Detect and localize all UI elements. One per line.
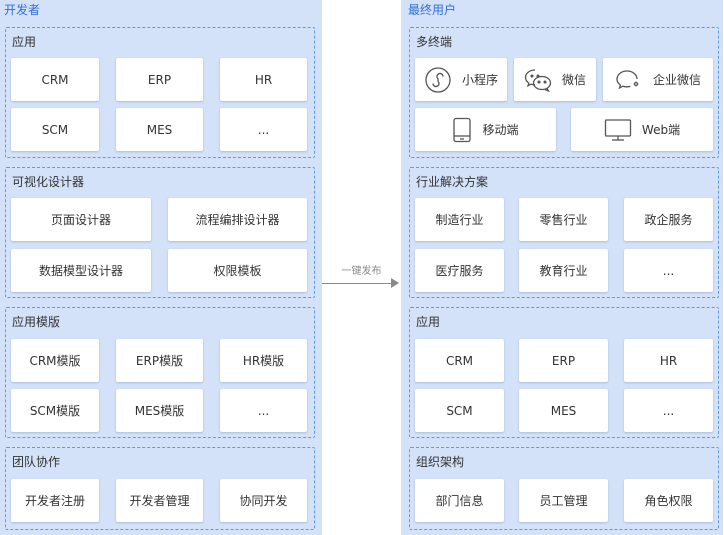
wechat-label: 微信 — [561, 73, 586, 87]
dev-app-crm-card[interactable]: CRM — [11, 58, 99, 101]
developer-column-title: 开发者 — [4, 3, 41, 17]
developer-column: 开发者 应用 CRM ERP HR SCM MES ... 可视化设计器 页面设… — [0, 0, 322, 535]
manufacturing-card[interactable]: 制造行业 — [415, 198, 504, 241]
team-collab-panel: 团队协作 — [5, 447, 315, 530]
user-app-crm-card[interactable]: CRM — [415, 339, 504, 382]
end-user-column: 最终用户 多终端 小程序 微信 — [401, 0, 723, 535]
mobile-card[interactable]: 移动端 — [415, 108, 556, 151]
panel-title: 应用 — [12, 35, 37, 49]
enterprise-wechat-label: 企业微信 — [652, 73, 701, 87]
arrow-right-icon — [391, 278, 399, 288]
dev-app-more-card[interactable]: ... — [220, 108, 307, 151]
page-designer-card[interactable]: 页面设计器 — [11, 198, 151, 241]
app-templates-panel: 应用模版 — [5, 307, 315, 438]
enterprise-wechat-icon — [615, 68, 643, 92]
collaborative-dev-card[interactable]: 协同开发 — [220, 479, 307, 522]
mini-program-label: 小程序 — [461, 73, 498, 87]
user-app-scm-card[interactable]: SCM — [415, 389, 504, 432]
employee-management-card[interactable]: 员工管理 — [519, 479, 608, 522]
user-app-hr-card[interactable]: HR — [624, 339, 713, 382]
department-info-card[interactable]: 部门信息 — [415, 479, 504, 522]
developer-register-card[interactable]: 开发者注册 — [11, 479, 99, 522]
developer-management-card[interactable]: 开发者管理 — [116, 479, 203, 522]
scm-template-card[interactable]: SCM模版 — [11, 389, 99, 432]
web-label: Web端 — [641, 123, 681, 137]
crm-template-card[interactable]: CRM模版 — [11, 339, 99, 382]
industry-more-card[interactable]: ... — [624, 249, 713, 292]
dev-app-mes-card[interactable]: MES — [116, 108, 203, 151]
publish-label: 一键发布 — [341, 266, 382, 277]
web-card[interactable]: Web端 — [571, 108, 713, 151]
mini-program-icon — [424, 66, 452, 94]
panel-title: 应用 — [416, 315, 441, 329]
panel-title: 团队协作 — [12, 455, 61, 469]
mini-program-card[interactable]: 小程序 — [415, 58, 507, 101]
end-user-column-title: 最终用户 — [408, 3, 457, 17]
dev-app-hr-card[interactable]: HR — [220, 58, 307, 101]
permission-template-card[interactable]: 权限模板 — [168, 249, 307, 292]
developer-apps-panel: 应用 — [5, 27, 315, 158]
enterprise-wechat-card[interactable]: 企业微信 — [603, 58, 713, 101]
user-app-erp-card[interactable]: ERP — [519, 339, 608, 382]
mes-template-card[interactable]: MES模版 — [116, 389, 203, 432]
panel-title: 行业解决方案 — [416, 175, 489, 189]
mobile-icon — [452, 117, 472, 143]
arrow-line — [322, 283, 393, 284]
dev-app-erp-card[interactable]: ERP — [116, 58, 203, 101]
user-app-mes-card[interactable]: MES — [519, 389, 608, 432]
medical-card[interactable]: 医疗服务 — [415, 249, 504, 292]
panel-title: 应用模版 — [12, 315, 61, 329]
hr-template-card[interactable]: HR模版 — [220, 339, 307, 382]
panel-title: 多终端 — [416, 35, 453, 49]
dev-app-scm-card[interactable]: SCM — [11, 108, 99, 151]
monitor-icon — [604, 118, 632, 142]
end-user-apps-panel: 应用 — [409, 307, 719, 438]
designer-panel: 可视化设计器 — [5, 167, 315, 298]
government-card[interactable]: 政企服务 — [624, 198, 713, 241]
org-structure-panel: 组织架构 — [409, 447, 719, 530]
industry-solutions-panel: 行业解决方案 — [409, 167, 719, 298]
panel-title: 组织架构 — [416, 455, 465, 469]
data-model-designer-card[interactable]: 数据模型设计器 — [11, 249, 151, 292]
publish-connector: 一键发布 — [322, 256, 401, 296]
wechat-icon — [524, 68, 552, 92]
flow-designer-card[interactable]: 流程编排设计器 — [168, 198, 307, 241]
education-card[interactable]: 教育行业 — [519, 249, 608, 292]
user-app-more-card[interactable]: ... — [624, 389, 713, 432]
mobile-label: 移动端 — [482, 123, 519, 137]
template-more-card[interactable]: ... — [220, 389, 307, 432]
role-permission-card[interactable]: 角色权限 — [624, 479, 713, 522]
wechat-card[interactable]: 微信 — [514, 58, 596, 101]
erp-template-card[interactable]: ERP模版 — [116, 339, 203, 382]
multi-terminal-panel: 多终端 — [409, 27, 719, 158]
retail-card[interactable]: 零售行业 — [519, 198, 608, 241]
panel-title: 可视化设计器 — [12, 175, 85, 189]
